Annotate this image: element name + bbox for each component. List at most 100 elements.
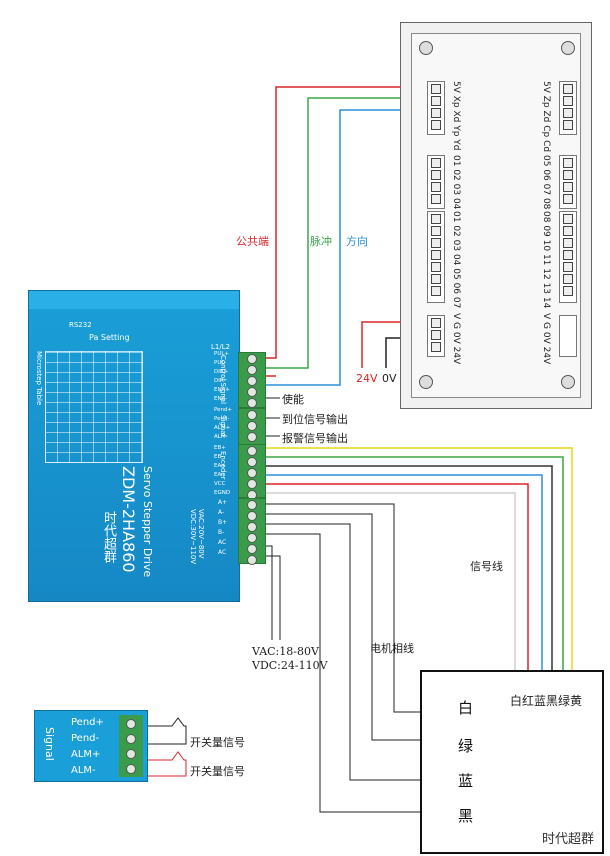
connector-xy xyxy=(427,81,445,135)
microstep-table-grid xyxy=(45,351,143,463)
controller-board: 5V Xp Xd Yp Yd 5V Zp Zd Cp Cd 01 02 03 0… xyxy=(400,22,592,409)
signal-inset-panel: Signal Pend+ Pend- ALM+ ALM- xyxy=(34,710,148,782)
pin-alm-plus[interactable] xyxy=(247,432,257,442)
inset-pin[interactable] xyxy=(126,719,136,729)
pin-a-minus[interactable] xyxy=(247,511,257,521)
pin-label: Pend- xyxy=(214,416,230,422)
pin-pend-minus[interactable] xyxy=(247,421,257,431)
ctrl-label-top-left: 5V Xp Xd Yp Yd xyxy=(451,81,461,151)
label-alarm: 报警信号输出 xyxy=(282,432,348,445)
winding-label-1: 白 xyxy=(458,699,474,717)
screw-top-right xyxy=(561,41,575,55)
wire-motor-a2 xyxy=(264,513,420,741)
pin-label: EGND xyxy=(214,490,231,496)
label-0v: 0V xyxy=(382,372,397,385)
wire-enc-yellow xyxy=(264,447,573,690)
label-enable: 使能 xyxy=(282,393,304,406)
wire-enc-green xyxy=(264,456,564,690)
ctrl-label-top-right: 5V Zp Zd Cp Cd xyxy=(541,81,551,153)
pin-pul-plus[interactable] xyxy=(247,354,257,364)
driver-subtitle: Servo Stepper Drive xyxy=(141,466,154,578)
pin-labels-control: PUL+ PUL- DIR+ DIR- ENA+ ENA- xyxy=(214,350,238,404)
connector-io3 xyxy=(427,211,445,303)
connector-zc xyxy=(559,81,577,135)
pin-label: AC xyxy=(218,549,227,556)
pin-ea-plus[interactable] xyxy=(247,468,257,478)
label-pulse: 脉冲 xyxy=(310,235,332,248)
connector-io2 xyxy=(559,155,577,209)
wire-motor-b2 xyxy=(264,533,420,813)
stepper-driver: RS232 Pa Setting Microstep Table L1/L2 时… xyxy=(28,290,240,602)
terminal-control xyxy=(238,352,266,408)
motor-frame xyxy=(420,670,604,854)
wire-direction-blue xyxy=(264,109,430,386)
label-switch-2: 开关量信号 xyxy=(190,765,245,778)
pin-label: B+ xyxy=(218,519,228,526)
pin-eb-minus[interactable] xyxy=(247,457,257,467)
driver-top-panel xyxy=(29,291,239,309)
terminal-encoder xyxy=(238,444,266,500)
pin-dir-plus[interactable] xyxy=(247,376,257,386)
pin-label: DIR- xyxy=(214,378,226,384)
pin-label: VCC xyxy=(214,481,226,487)
pin-ac-2[interactable] xyxy=(247,555,257,565)
pin-a-plus[interactable] xyxy=(247,500,257,510)
pin-label: EA+ xyxy=(214,463,226,469)
inset-group: Signal xyxy=(43,727,56,761)
pin-label: ALM- xyxy=(214,434,228,440)
terminal-motor xyxy=(238,498,266,565)
pin-ena-plus[interactable] xyxy=(247,398,257,408)
inset-pin-label: Pend- xyxy=(71,733,100,744)
wire-enc-red xyxy=(264,483,529,690)
pin-label: Pend+ xyxy=(214,407,233,413)
wire-power-2 xyxy=(264,555,281,640)
wire-enc-white xyxy=(264,492,516,690)
inset-pin-label: ALM- xyxy=(71,765,96,776)
wire-common-red xyxy=(264,86,430,359)
inset-terminal xyxy=(119,715,143,777)
pin-labels-motor: A+ A- B+ B- AC AC xyxy=(218,498,238,558)
pin-label: PUL- xyxy=(214,360,227,366)
inset-pin-labels: Pend+ Pend- ALM+ ALM- xyxy=(71,715,104,779)
connector-power-left xyxy=(427,315,445,357)
inset-pin-label: Pend+ xyxy=(71,717,104,728)
pin-b-minus[interactable] xyxy=(247,533,257,543)
ctrl-label-mid1-right: 05 06 07 08 xyxy=(541,155,551,210)
driver-pa-setting: Pa Setting xyxy=(89,333,130,342)
wire-motor-b1 xyxy=(264,523,420,781)
driver-rs232: RS232 xyxy=(69,321,92,329)
pin-label: ENA+ xyxy=(214,387,230,393)
winding-label-2: 绿 xyxy=(458,737,474,755)
driver-microstep-table: Microstep Table xyxy=(35,351,43,406)
driver-brand: 时代超群 xyxy=(101,511,116,563)
pin-ac-1[interactable] xyxy=(247,544,257,554)
pin-b-plus[interactable] xyxy=(247,522,257,532)
label-power-vdc: VDC:24-110V xyxy=(252,659,328,672)
pin-label: EB- xyxy=(214,454,224,460)
driver-power-spec: VAC:20V~80V VDC:30V~110V xyxy=(189,509,205,565)
pin-labels-signal: Pend+ Pend- ALM+ ALM- xyxy=(214,406,238,442)
pin-pul-minus[interactable] xyxy=(247,365,257,375)
pin-pend-plus[interactable] xyxy=(247,410,257,420)
pin-label: B- xyxy=(218,529,225,536)
label-direction: 方向 xyxy=(346,235,368,248)
inset-pin[interactable] xyxy=(126,734,136,744)
pin-label: ALM+ xyxy=(214,425,231,431)
inset-pin[interactable] xyxy=(126,749,136,759)
label-power-vac: VAC:18-80V xyxy=(252,645,319,658)
switch-2 xyxy=(148,751,187,777)
inset-pin[interactable] xyxy=(126,764,136,774)
label-signal-line: 信号线 xyxy=(470,560,503,573)
driver-l1l2: L1/L2 xyxy=(211,343,231,351)
screw-bottom-left xyxy=(419,375,433,389)
driver-model: ZDM-2HA860 xyxy=(119,466,138,573)
pin-ea-minus[interactable] xyxy=(247,479,257,489)
wire-enc-black xyxy=(264,465,553,690)
driver-encoder-group: Encoder xyxy=(219,451,227,480)
pin-dir-minus[interactable] xyxy=(247,387,257,397)
label-motor-colors: 白红蓝黑绿黄 xyxy=(510,694,583,708)
winding-label-3: 蓝 xyxy=(458,772,474,790)
label-switch-1: 开关量信号 xyxy=(190,736,245,749)
pin-eb-plus[interactable] xyxy=(247,446,257,456)
label-in-position: 到位信号输出 xyxy=(282,413,348,426)
